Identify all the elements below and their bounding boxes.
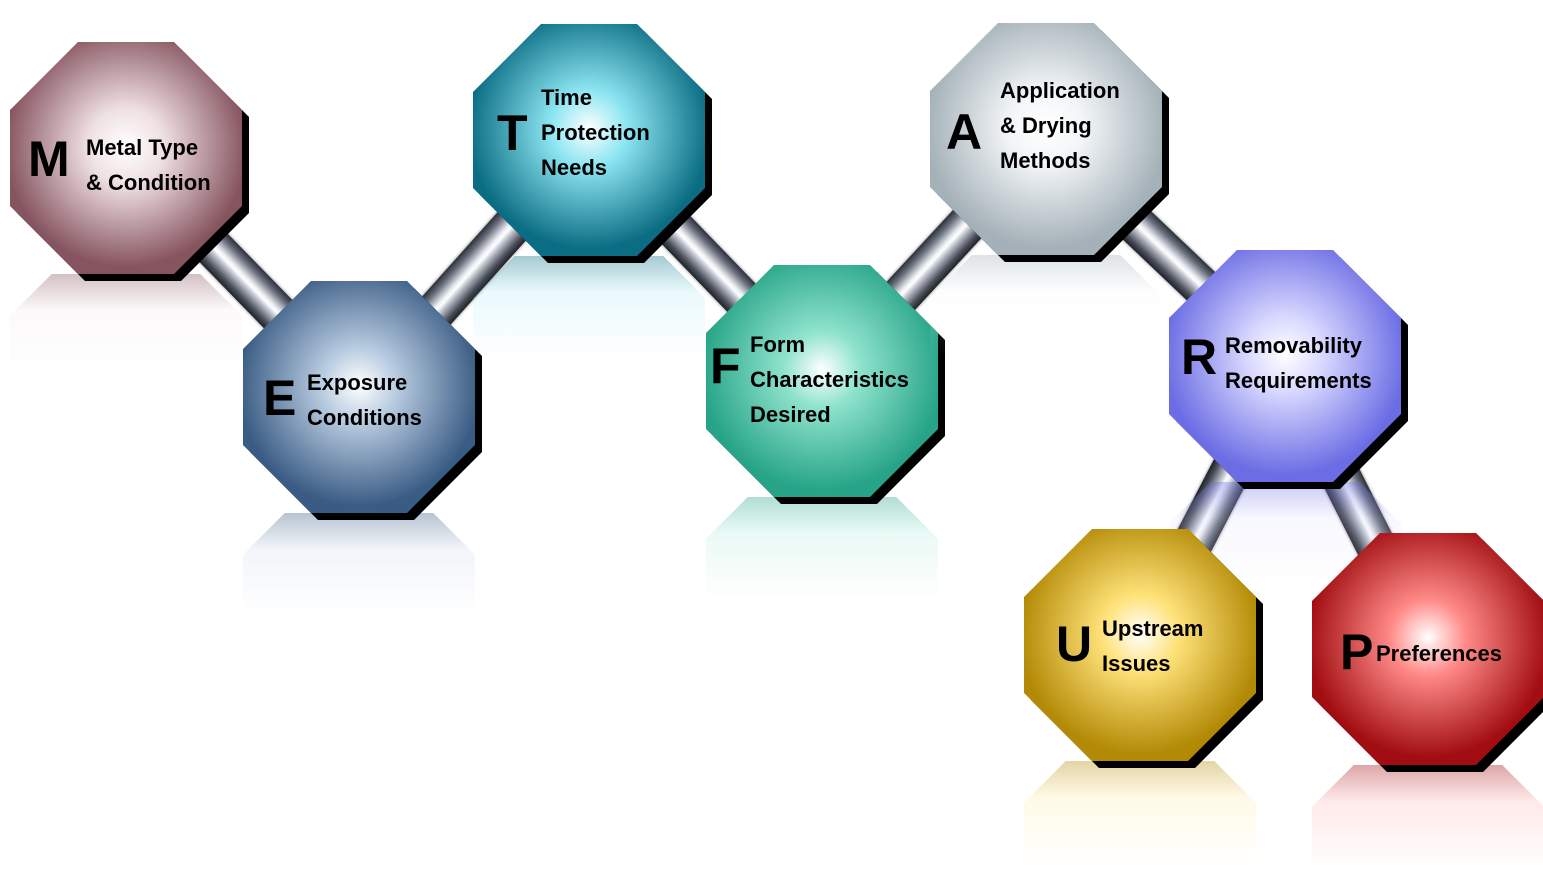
octagon-shape: [1312, 533, 1543, 765]
node-label: Upstream Issues: [1102, 616, 1204, 676]
node-letter: T: [497, 105, 528, 161]
node-m: M Metal Type & Condition: [10, 42, 249, 379]
octagon-shape: [10, 42, 242, 274]
node-label: Exposure Conditions: [307, 370, 422, 430]
node-a: A Application & Drying Methods: [930, 23, 1169, 360]
octagon-shape: [1169, 250, 1401, 482]
node-label: Time Protection Needs: [541, 85, 650, 180]
node-label: Form Characteristics Desired: [750, 332, 909, 427]
node-letter: A: [946, 104, 983, 160]
octagon-shape: [930, 23, 1162, 255]
node-label: Application & Drying Methods: [1000, 78, 1120, 173]
node-reflection: [930, 255, 1162, 360]
octagon-shape: [243, 281, 475, 513]
node-reflection: [473, 256, 705, 361]
octagon-shape: [473, 24, 705, 256]
node-letter: F: [710, 338, 741, 394]
node-letter: P: [1340, 624, 1374, 680]
node-letter: R: [1181, 329, 1218, 385]
node-reflection: [1312, 765, 1543, 869]
node-reflection: [243, 513, 475, 618]
node-reflection: [1024, 761, 1256, 866]
node-reflection: [706, 497, 938, 602]
node-label: Metal Type & Condition: [86, 135, 211, 195]
node-letter: U: [1056, 616, 1093, 672]
octagon-shape: [706, 265, 938, 497]
node-letter: M: [28, 131, 70, 187]
node-label: Removability Requirements: [1225, 333, 1372, 393]
node-letter: E: [263, 370, 297, 426]
node-reflection: [10, 274, 242, 379]
node-label: Preferences: [1376, 641, 1502, 666]
octagon-shape: [1024, 529, 1256, 761]
